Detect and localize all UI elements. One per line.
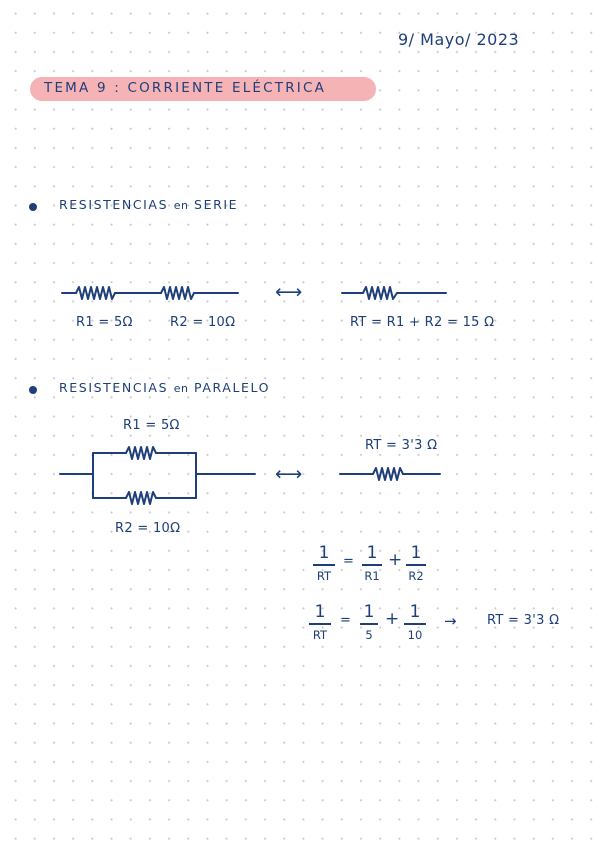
parallel-r1-label: R1 = 5Ω: [123, 418, 180, 433]
formula2-term1-bar: [360, 623, 378, 625]
parallel-equivalence-arrow: ⟷: [275, 463, 303, 485]
series-resistor-r1: [75, 286, 116, 300]
formula1-term2-fraction: 1 R2: [406, 544, 426, 583]
parallel-eq-resistor: [372, 467, 404, 481]
formula2-term2-fraction: 1 10: [404, 603, 426, 642]
formula1-term2-numerator: 1: [410, 543, 422, 563]
parallel-resistor-r2: [125, 491, 157, 505]
formula2-term2-bar: [404, 623, 426, 625]
formula1-term1-denominator: R1: [364, 569, 380, 583]
formula2-term2-numerator: 1: [409, 602, 421, 622]
formula2-term1-denominator: 5: [365, 628, 373, 642]
note-date: 9/ Mayo/ 2023: [398, 30, 520, 49]
heading-parallel-part1: RESISTENCIAS: [59, 380, 169, 395]
title-highlight: [30, 77, 376, 101]
heading-series-part1: RESISTENCIAS: [59, 197, 169, 212]
heading-series: RESISTENCIAS en SERIE: [59, 197, 238, 212]
formula2-arrow: →: [444, 612, 457, 630]
parallel-rt-label: RT = 3'3 Ω: [365, 438, 438, 453]
series-resistor-r2: [160, 286, 195, 300]
page-title: TEMA 9 : CORRIENTE ELÉCTRICA: [44, 80, 327, 96]
heading-parallel-connector: en: [173, 382, 189, 395]
formula2-lhs-denominator: RT: [312, 628, 328, 642]
formula1-plus: +: [388, 550, 403, 570]
heading-series-connector: en: [173, 199, 189, 212]
formula2-term2-denominator: 10: [407, 628, 423, 642]
series-eq-resistor: [362, 286, 398, 300]
series-rt-label: RT = R1 + R2 = 15 Ω: [350, 315, 495, 330]
formula1-term1-bar: [362, 564, 382, 566]
formula1-term1-numerator: 1: [366, 543, 378, 563]
formula1-term2-bar: [406, 564, 426, 566]
formula1-lhs-denominator: RT: [316, 569, 332, 583]
heading-parallel: RESISTENCIAS en PARALELO: [59, 380, 270, 395]
formula1-lhs-numerator: 1: [318, 543, 330, 563]
bullet-series: [29, 203, 37, 211]
parallel-resistor-r1: [125, 446, 157, 460]
heading-parallel-part2: PARALELO: [194, 380, 271, 395]
series-equivalence-arrow: ⟷: [275, 281, 303, 303]
formula2-lhs-bar: [309, 623, 331, 625]
formula2-term1-numerator: 1: [363, 602, 375, 622]
formula2-result: RT = 3'3 Ω: [487, 613, 560, 628]
formula1-lhs-bar: [313, 564, 335, 566]
formula1-equals: =: [343, 554, 354, 569]
formula2-term1-fraction: 1 5: [360, 603, 378, 642]
formula1-lhs-fraction: 1 RT: [313, 544, 335, 583]
bullet-parallel: [29, 386, 37, 394]
series-r1-label: R1 = 5Ω: [76, 315, 133, 330]
formula1-term1-fraction: 1 R1: [362, 544, 382, 583]
formula2-lhs-numerator: 1: [314, 602, 326, 622]
formula1-term2-denominator: R2: [408, 569, 424, 583]
series-r2-label: R2 = 10Ω: [170, 315, 236, 330]
formula2-plus: +: [385, 609, 400, 629]
formula2-lhs-fraction: 1 RT: [309, 603, 331, 642]
parallel-r2-label: R2 = 10Ω: [115, 521, 181, 536]
heading-series-part2: SERIE: [194, 197, 239, 212]
formula2-equals: =: [340, 613, 351, 628]
